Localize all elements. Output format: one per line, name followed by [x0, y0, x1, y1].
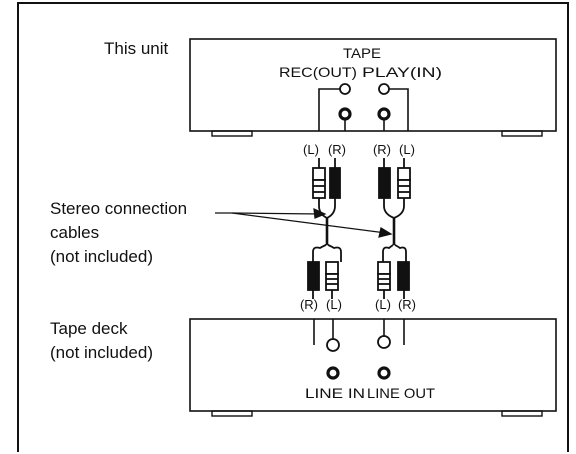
line-in-left-jack — [326, 366, 340, 380]
line-out-right-jack — [377, 366, 391, 380]
side-labels: This unit Stereo connection cables (not … — [50, 39, 187, 362]
channel-labels: (L) (R) (R) (L) (R) (L) (L) (R) — [300, 142, 416, 312]
tape-header: TAPE — [343, 45, 381, 61]
rec-out-right-jack — [338, 107, 352, 121]
deck-foot-right — [501, 410, 543, 417]
channel-label-bottom-r2: (R) — [398, 297, 416, 312]
channel-label-top-l1: (L) — [303, 142, 319, 157]
play-in-left-jack — [377, 107, 391, 121]
rec-out-left-jack — [339, 83, 351, 95]
play-in-right-jack — [378, 83, 390, 95]
cables-label-line1: Stereo connection — [50, 199, 187, 218]
rec-out-label: REC(OUT) — [279, 64, 357, 80]
this-unit-label: This unit — [104, 39, 169, 58]
unit-foot-right — [501, 130, 543, 137]
channel-label-top-r2: (R) — [373, 142, 391, 157]
unit-body — [189, 38, 557, 132]
tape-deck-label-line1: Tape deck — [50, 319, 128, 338]
channel-label-top-l2: (L) — [399, 142, 415, 157]
stereo-cable-2 — [377, 158, 411, 299]
cables-label-line2: cables — [50, 223, 99, 242]
channel-label-bottom-r1: (R) — [300, 297, 318, 312]
line-in-label: LINE IN — [305, 385, 365, 401]
unit-foot-left — [211, 130, 253, 137]
channel-label-top-r1: (R) — [328, 142, 346, 157]
callout-leaders — [215, 208, 393, 238]
tape-deck: LINE IN LINE OUT — [189, 318, 557, 417]
channel-label-bottom-l2: (L) — [375, 297, 391, 312]
play-in-label: PLAY(IN) — [362, 64, 442, 80]
stereo-cable-1 — [307, 158, 342, 299]
line-in-right-jack — [326, 338, 340, 352]
deck-body — [189, 318, 557, 412]
tape-deck-label-line2: (not included) — [50, 343, 153, 362]
this-unit: TAPE REC(OUT) PLAY(IN) — [189, 38, 557, 137]
cables-label-line3: (not included) — [50, 247, 153, 266]
internal-wires — [313, 88, 409, 345]
line-out-label: LINE OUT — [367, 385, 435, 401]
line-out-left-jack — [377, 335, 391, 349]
channel-label-bottom-l1: (L) — [326, 297, 342, 312]
outer-frame — [17, 2, 569, 452]
deck-foot-left — [211, 410, 253, 417]
